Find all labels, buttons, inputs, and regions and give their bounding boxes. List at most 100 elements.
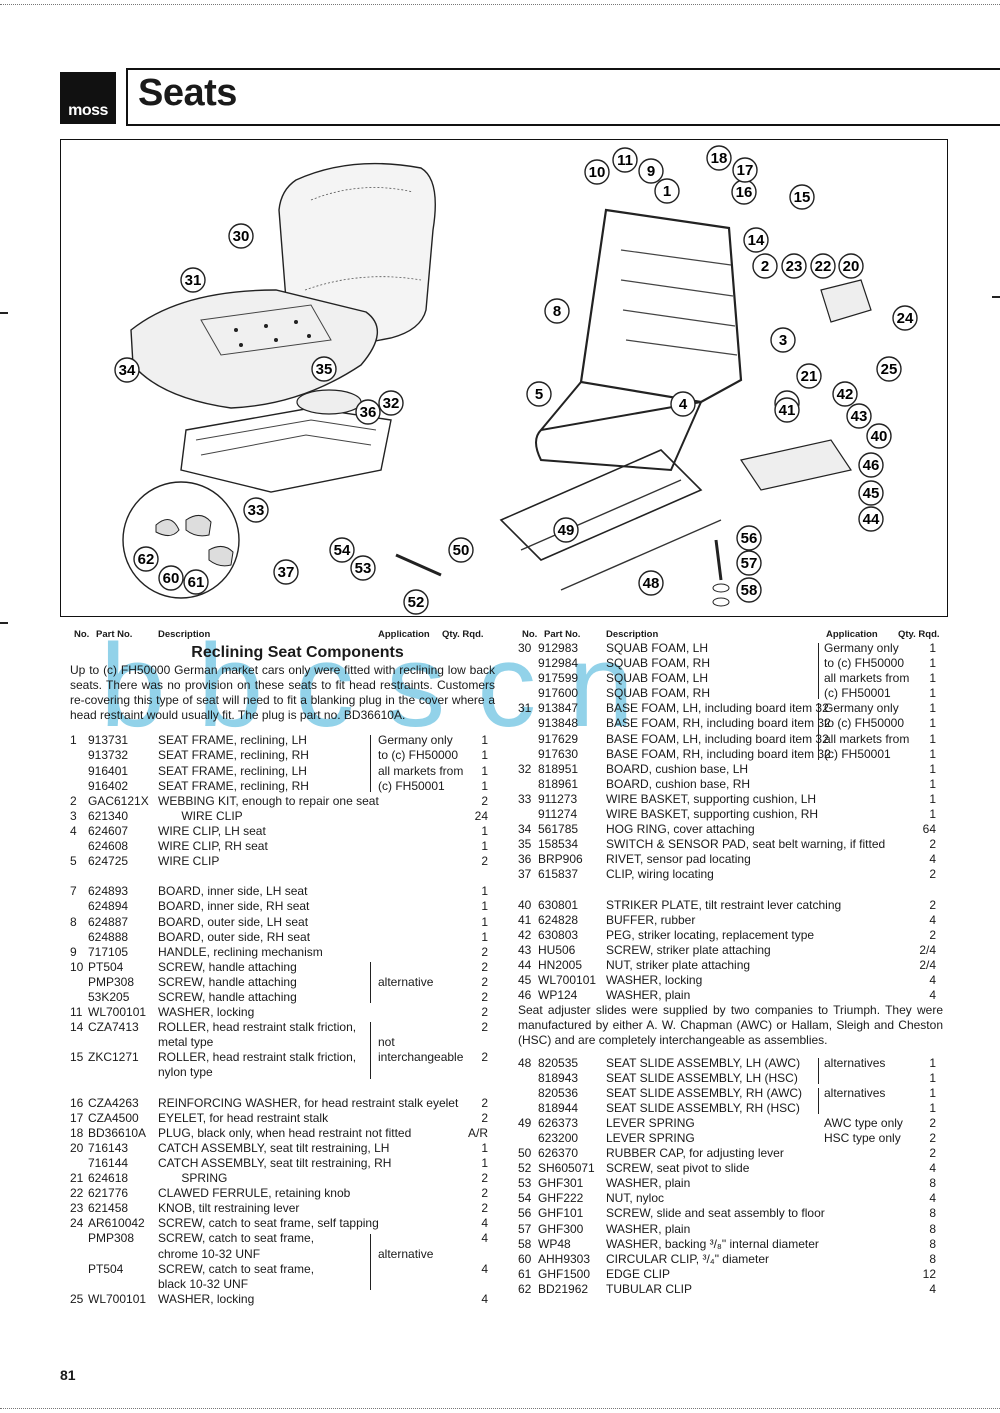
quantity: 24	[474, 808, 488, 823]
part-number: 917630	[538, 746, 579, 761]
description: SCREW, handle attaching	[158, 974, 297, 989]
description: BOARD, outer side, LH seat	[158, 914, 309, 929]
callout-9: 9	[638, 158, 664, 184]
item-number: 44	[518, 957, 532, 972]
clip-detail-circle	[122, 481, 240, 599]
callout-21: 21	[796, 363, 822, 389]
description: CLIP, wiring locating	[606, 867, 714, 882]
quantity: 2	[481, 1020, 488, 1035]
item-number: 36	[518, 852, 532, 867]
description: WASHER, locking	[158, 1005, 255, 1020]
description: EDGE CLIP	[606, 1266, 671, 1281]
callout-33: 33	[243, 497, 269, 523]
callout-label: 16	[736, 184, 753, 201]
callout-label: 17	[737, 162, 754, 179]
part-number: 626373	[538, 1115, 579, 1130]
callout-label: 42	[837, 386, 854, 403]
item-number: 17	[70, 1110, 84, 1125]
description: WASHER, plain	[606, 988, 691, 1003]
callout-label: 36	[360, 404, 377, 421]
part-number: 624894	[88, 899, 129, 914]
part-number: 624887	[88, 914, 129, 929]
application: alternative	[378, 1246, 434, 1261]
part-number: BD36610A	[88, 1125, 147, 1140]
callout-20: 20	[838, 253, 864, 279]
item-number: 62	[518, 1281, 532, 1296]
callout-group: 1234578910111415161718202122232425303132…	[114, 145, 918, 615]
row-gap	[70, 1081, 495, 1096]
callout-label: 62	[138, 551, 155, 568]
callout-49: 49	[553, 517, 579, 543]
callout-16: 16	[731, 179, 757, 205]
bracket	[818, 703, 822, 760]
sensor-pad	[296, 389, 362, 415]
application: all markets from	[378, 763, 464, 778]
callout-2: 2	[752, 253, 778, 279]
intro-paragraph: Up to (c) FH50000 German market cars onl…	[70, 663, 495, 723]
quantity: 4	[929, 1191, 936, 1206]
header-no: No.	[74, 629, 90, 640]
part-number: CZA4263	[88, 1095, 139, 1110]
quantity: 1	[929, 791, 936, 806]
description: WASHER, plain	[606, 1176, 691, 1191]
part-number: 623200	[538, 1131, 579, 1145]
page-title: Seats	[138, 72, 237, 114]
quantity: 1	[481, 899, 488, 914]
item-number: 57	[518, 1221, 532, 1236]
callout-label: 61	[188, 574, 205, 591]
callout-label: 52	[408, 594, 425, 611]
column-headers: No. Part No. Description Application Qty…	[70, 627, 495, 641]
item-number: 22	[70, 1186, 84, 1201]
callout-label: 30	[233, 228, 250, 245]
description: WASHER, backing ³/₈" internal diameter	[606, 1236, 819, 1251]
part-number: HN2005	[538, 957, 583, 972]
callout-1: 1	[654, 178, 680, 204]
margin-mark	[0, 312, 8, 314]
description: BOARD, outer side, RH seat	[158, 929, 311, 944]
callout-61: 61	[183, 569, 209, 595]
part-number: 621340	[88, 808, 129, 823]
callout-label: 43	[851, 408, 868, 425]
quantity: 4	[929, 1161, 936, 1176]
table-row: nylon type	[70, 1065, 495, 1080]
callout-34: 34	[114, 357, 140, 383]
page-header: moss Seats	[60, 68, 1000, 128]
description: WEBBING KIT, enough to repair one seat	[158, 793, 379, 808]
description: RUBBER CAP, for adjusting lever	[606, 1146, 784, 1161]
part-number: 624888	[88, 929, 129, 944]
part-number: 913732	[88, 748, 129, 763]
part-number: PT504	[88, 1261, 124, 1276]
item-number: 42	[518, 927, 532, 942]
description: SCREW, handle attaching	[158, 989, 297, 1004]
quantity: 1	[929, 701, 936, 716]
quantity: 4	[481, 1231, 488, 1246]
quantity: 1	[929, 1085, 936, 1100]
application: to (c) FH50000	[824, 716, 905, 731]
quantity: 1	[481, 733, 488, 748]
item-number: 32	[518, 761, 532, 776]
application: to (c) FH50000	[824, 656, 905, 671]
top-rule	[0, 4, 1000, 5]
bracket	[818, 1087, 822, 1114]
callout-label: 41	[779, 402, 796, 419]
item-number: 10	[70, 959, 84, 974]
callout-18: 18	[706, 145, 732, 171]
description: BASE FOAM, LH, including board item 32	[606, 701, 829, 716]
item-number: 48	[518, 1055, 532, 1070]
description: CIRCULAR CLIP, ³/₄" diameter	[606, 1251, 769, 1266]
quantity: 4	[929, 852, 936, 867]
callout-label: 14	[748, 232, 765, 249]
section-title: Reclining Seat Components	[191, 644, 404, 661]
